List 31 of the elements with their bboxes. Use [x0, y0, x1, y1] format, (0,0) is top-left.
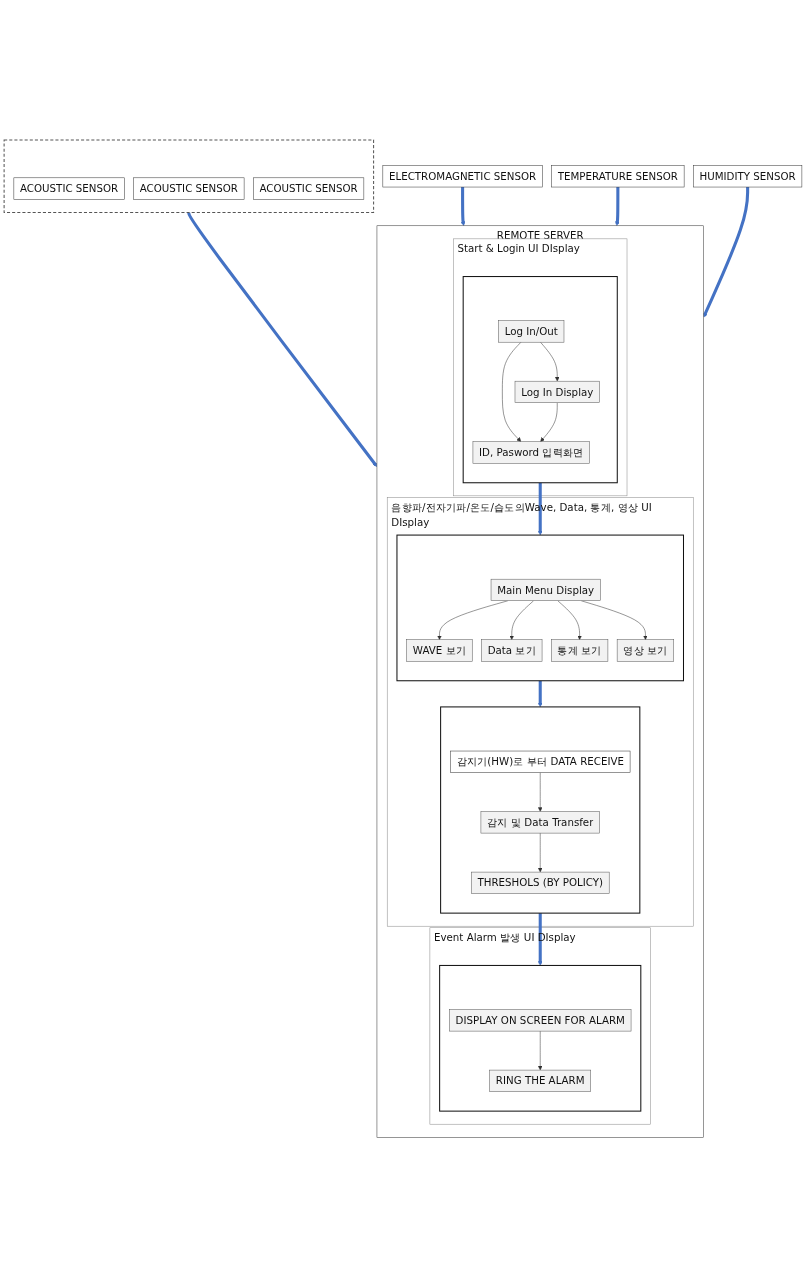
- node-box: HUMIDITY SENSOR: [693, 165, 803, 188]
- cluster: [396, 534, 684, 682]
- node-box: ELECTROMAGNETIC SENSOR: [382, 165, 543, 188]
- arrow: [537, 912, 543, 966]
- arrow: [187, 211, 378, 467]
- arrow: [615, 186, 620, 226]
- node-box: Log In Display: [514, 380, 600, 403]
- node-box: DISPLAY ON SCREEN FOR ALARM: [449, 1009, 632, 1032]
- arrow: [460, 186, 466, 226]
- cluster: [439, 964, 642, 1112]
- cluster: [440, 706, 641, 914]
- node-box: WAVE 보기: [406, 639, 473, 662]
- node-box: Data 보기: [481, 639, 543, 662]
- arrow: [702, 186, 750, 318]
- arrow: [537, 680, 543, 707]
- cluster: [462, 275, 618, 484]
- node-box: ACOUSTIC SENSOR: [13, 177, 125, 200]
- node-box: 영상 보기: [616, 639, 674, 662]
- node-box: Log In/Out: [498, 320, 565, 343]
- node-box: ID, Pasword 입력화면: [472, 441, 590, 464]
- cluster: [3, 139, 375, 213]
- node-box: 감지 및 Data Transfer: [480, 811, 600, 834]
- node-box: ACOUSTIC SENSOR: [253, 177, 365, 200]
- node-box: ACOUSTIC SENSOR: [133, 177, 245, 200]
- node-box: TEMPERATURE SENSOR: [551, 165, 685, 188]
- node-box: 통계 보기: [551, 639, 609, 662]
- node-box: RING THE ALARM: [489, 1069, 591, 1092]
- arrow: [537, 482, 543, 536]
- node-box: Main Menu Display: [490, 578, 601, 601]
- node-box: 감지기(HW)로 부터 DATA RECEIVE: [450, 750, 631, 773]
- node-box: THRESHOLS (BY POLICY): [471, 871, 610, 894]
